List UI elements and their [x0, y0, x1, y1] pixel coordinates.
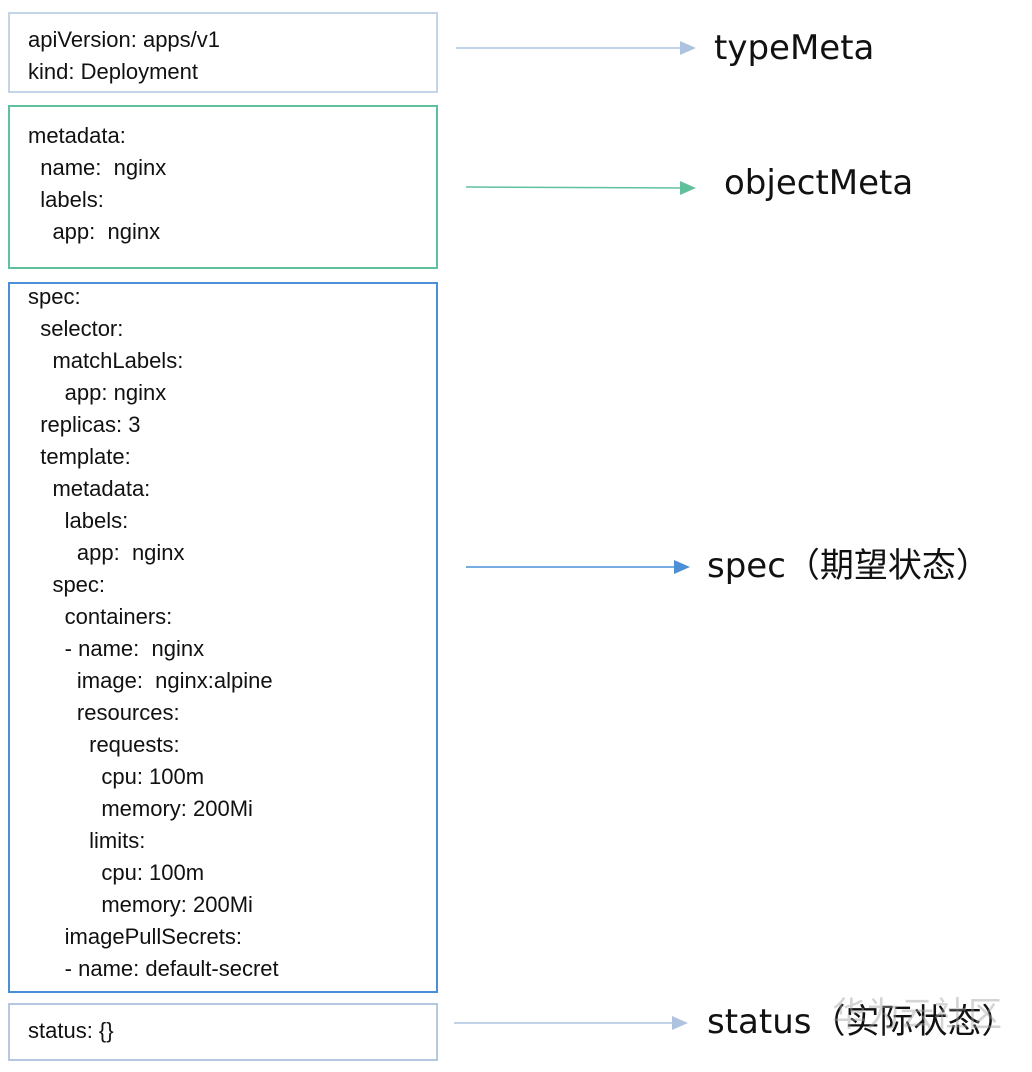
objectmeta-code: metadata: name: nginx labels: app: nginx — [28, 120, 166, 248]
code-line: memory: 200Mi — [28, 796, 253, 821]
code-line: containers: — [28, 604, 173, 629]
spec-label: spec（期望状态） — [707, 546, 990, 586]
typemeta-arrow — [456, 41, 696, 55]
status-box: status: {} — [8, 1003, 438, 1061]
code-line: app: nginx — [28, 219, 161, 244]
code-line: image: nginx:alpine — [28, 668, 273, 693]
typemeta-code: apiVersion: apps/v1 kind: Deployment — [28, 24, 220, 88]
code-line: app: nginx — [28, 380, 167, 405]
code-line: spec: — [28, 284, 81, 309]
code-line: name: nginx — [28, 155, 167, 180]
code-line: spec: — [28, 572, 106, 597]
objectmeta-box: metadata: name: nginx labels: app: nginx — [8, 105, 438, 269]
code-line: cpu: 100m — [28, 764, 205, 789]
typemeta-label: typeMeta — [714, 28, 875, 68]
typemeta-box: apiVersion: apps/v1 kind: Deployment — [8, 12, 438, 93]
status-label: status（实际状态） — [707, 1002, 1016, 1042]
code-line: - name: nginx — [28, 636, 205, 661]
code-line: metadata: — [28, 123, 126, 148]
code-line: limits: — [28, 828, 146, 853]
spec-code: spec: selector: matchLabels: app: nginx … — [28, 281, 279, 985]
code-line: - name: default-secret — [28, 956, 279, 981]
code-line: metadata: — [28, 476, 151, 501]
code-line: labels: — [28, 508, 129, 533]
code-line: selector: — [28, 316, 124, 341]
code-line: imagePullSecrets: — [28, 924, 242, 949]
code-line: labels: — [28, 187, 104, 212]
objectmeta-label: objectMeta — [724, 163, 914, 203]
code-line: matchLabels: — [28, 348, 184, 373]
code-line: app: nginx — [28, 540, 185, 565]
code-line: memory: 200Mi — [28, 892, 253, 917]
code-line: requests: — [28, 732, 180, 757]
spec-box: spec: selector: matchLabels: app: nginx … — [8, 282, 438, 993]
code-line: resources: — [28, 700, 180, 725]
code-line: template: — [28, 444, 131, 469]
status-arrow — [454, 1016, 688, 1030]
status-code: status: {} — [28, 1015, 114, 1047]
watermark: 华为云社区 — [832, 995, 1002, 1035]
code-line: status: {} — [28, 1018, 114, 1043]
code-line: replicas: 3 — [28, 412, 141, 437]
code-line: cpu: 100m — [28, 860, 205, 885]
objectmeta-arrow — [465, 181, 696, 195]
spec-arrow — [466, 560, 690, 574]
code-line: kind: Deployment — [28, 59, 198, 84]
code-line: apiVersion: apps/v1 — [28, 27, 221, 52]
